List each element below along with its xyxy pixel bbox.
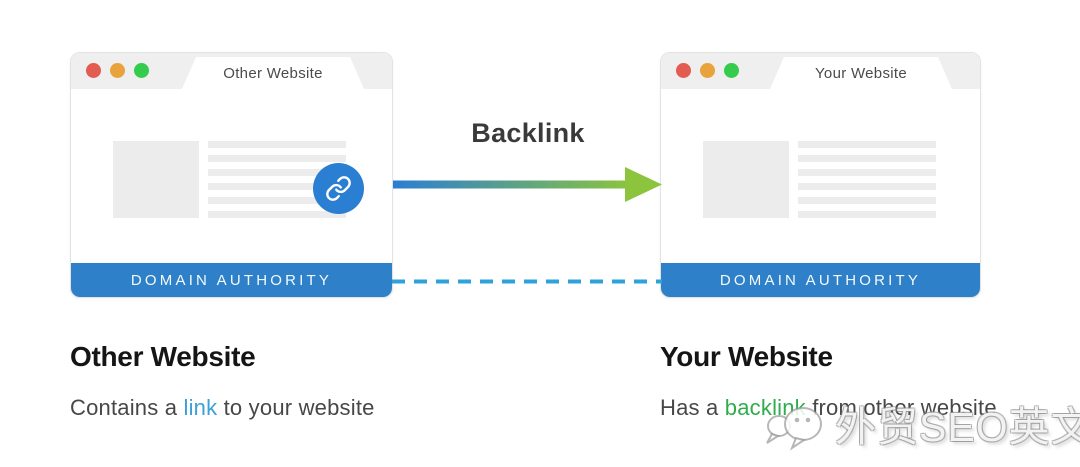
browser-titlebar: Your Website <box>661 53 980 89</box>
placeholder-line <box>798 141 936 148</box>
domain-authority-label: DOMAIN AUTHORITY <box>719 271 922 289</box>
caption-text-before: Has a <box>660 395 725 420</box>
traffic-light-green-icon <box>134 63 149 78</box>
placeholder-line <box>798 211 936 218</box>
placeholder-line <box>798 183 936 190</box>
traffic-light-orange-icon <box>700 63 715 78</box>
traffic-light-red-icon <box>86 63 101 78</box>
tab-label-other: Other Website <box>223 64 323 82</box>
caption-title-other: Other Website <box>70 341 256 372</box>
placeholder-line <box>208 211 346 218</box>
traffic-lights <box>676 63 739 78</box>
placeholder-line <box>798 169 936 176</box>
traffic-light-green-icon <box>724 63 739 78</box>
domain-authority-bar-your: DOMAIN AUTHORITY <box>661 263 980 297</box>
placeholder-line <box>798 155 936 162</box>
placeholder-line <box>208 197 346 204</box>
caption-text-your: Has a backlink from other website <box>660 395 997 421</box>
browser-window-other: Other Website DOMAIN AUTHORITY <box>70 52 393 298</box>
placeholder-line <box>208 169 346 176</box>
backlink-arrow-icon <box>393 167 662 202</box>
caption-text-before: Contains a <box>70 395 184 420</box>
traffic-light-orange-icon <box>110 63 125 78</box>
traffic-lights <box>86 63 149 78</box>
domain-authority-connector-icon <box>392 279 662 284</box>
tab-label-your: Your Website <box>815 64 907 82</box>
browser-window-your: Your Website DOMAIN AUTHORITY <box>660 52 981 298</box>
caption-title-your: Your Website <box>660 341 833 372</box>
link-icon <box>313 163 364 214</box>
placeholder-line <box>208 141 346 148</box>
backlink-highlight: backlink <box>724 395 806 420</box>
link-highlight: link <box>183 395 218 420</box>
browser-tab-other: Other Website <box>182 57 364 89</box>
placeholder-line <box>208 155 346 162</box>
text-placeholder <box>798 141 936 218</box>
caption-other-website: Other Website Contains a link to your we… <box>70 341 375 421</box>
browser-tab-your: Your Website <box>770 57 952 89</box>
domain-authority-bar-other: DOMAIN AUTHORITY <box>71 263 392 297</box>
backlink-label: Backlink <box>471 118 585 148</box>
caption-text-after: to your website <box>217 395 375 420</box>
image-placeholder <box>703 141 789 218</box>
text-placeholder <box>208 141 346 218</box>
caption-text-other: Contains a link to your website <box>70 395 375 421</box>
caption-text-after: from other website <box>805 395 997 420</box>
traffic-light-red-icon <box>676 63 691 78</box>
caption-your-website: Your Website Has a backlink from other w… <box>660 341 997 421</box>
domain-authority-label: DOMAIN AUTHORITY <box>130 271 333 289</box>
image-placeholder <box>113 141 199 218</box>
placeholder-line <box>208 183 346 190</box>
placeholder-line <box>798 197 936 204</box>
browser-titlebar: Other Website <box>71 53 392 89</box>
